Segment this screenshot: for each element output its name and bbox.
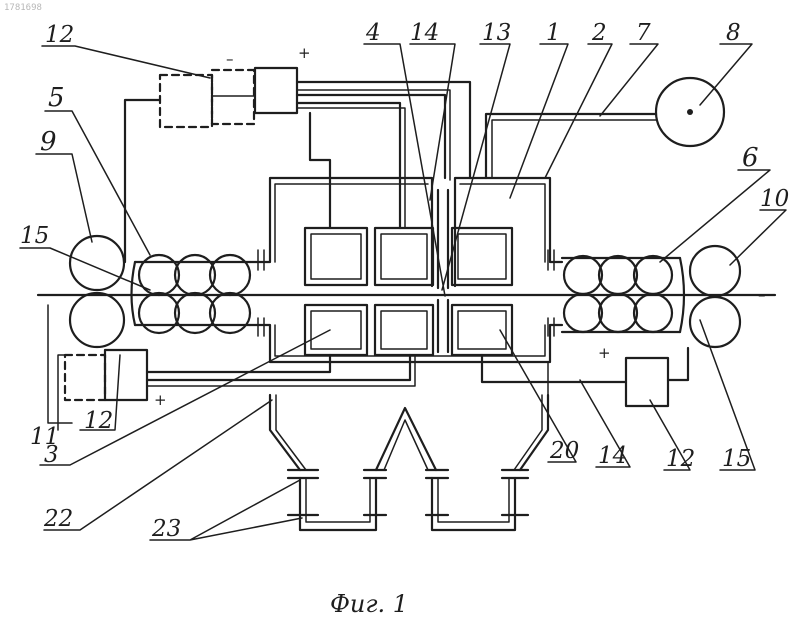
sign-plus-right: + — [598, 344, 611, 362]
label-3: 3 — [44, 442, 59, 468]
heater-block — [375, 228, 433, 285]
chamber-housing — [250, 178, 562, 362]
sign-minus-top: – — [226, 50, 234, 68]
label-23: 23 — [151, 516, 181, 542]
label-20: 20 — [549, 438, 579, 464]
label-15: 15 — [20, 223, 49, 249]
label-8: 8 — [726, 20, 741, 46]
label-7: 7 — [636, 20, 651, 46]
label-12: 12 — [45, 22, 74, 48]
right-pinch-rollers — [690, 246, 740, 347]
label-22: 22 — [43, 506, 73, 532]
label-14: 14 — [410, 20, 439, 46]
label-13: 13 — [482, 20, 511, 46]
power-supply-top — [125, 68, 470, 262]
label-2: 2 — [591, 20, 607, 46]
vacuum-pump — [486, 78, 724, 178]
label-12-bottom: 12 — [666, 446, 695, 472]
heater-block — [305, 228, 367, 285]
label-6: 6 — [742, 143, 759, 173]
label-4: 4 — [365, 20, 381, 46]
label-14-bottom: 14 — [598, 443, 627, 469]
heater-block — [452, 305, 512, 355]
heater-block — [375, 305, 433, 355]
label-9: 9 — [40, 127, 57, 157]
label-5: 5 — [48, 83, 65, 113]
figure-caption: Фиг. 1 — [330, 590, 408, 618]
heater-block — [452, 228, 512, 285]
gas-manifold — [270, 362, 548, 530]
label-10: 10 — [760, 186, 789, 212]
label-15-right: 15 — [722, 446, 751, 472]
heater-blocks — [305, 228, 512, 355]
sign-minus-right: – — [758, 286, 766, 304]
corner-mark: 1781698 — [4, 3, 42, 13]
left-pinch-rollers — [70, 236, 124, 347]
label-12-left: 12 — [84, 408, 113, 434]
sign-plus-top: + — [298, 44, 311, 62]
sign-plus-left: + — [154, 391, 167, 409]
heater-block — [305, 305, 367, 355]
callout-labels: 12 5 9 15 4 14 13 1 2 7 8 6 10 11 12 3 2… — [20, 20, 789, 542]
label-1: 1 — [546, 20, 561, 46]
